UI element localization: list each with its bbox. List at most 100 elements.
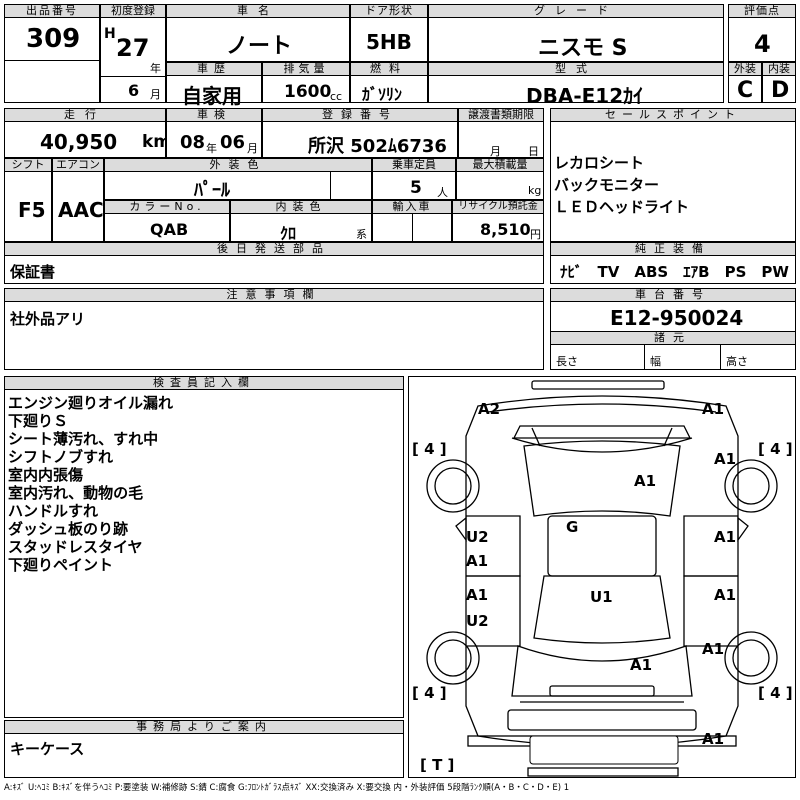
import-label: 輸入車 [372, 200, 452, 214]
dims-length: 長さ [556, 355, 578, 368]
inspector-line: 下廻りペイント [8, 556, 114, 574]
mark-door-rl-1: A1 [466, 586, 489, 604]
mileage-unit: km [142, 132, 172, 152]
shift-box [4, 158, 52, 242]
door-type: 5HB [366, 30, 412, 54]
diagram-box [408, 376, 796, 778]
ac-label: エアコン [52, 158, 104, 172]
inspector-box [4, 376, 404, 718]
inspector-line: 下廻りＳ [8, 412, 69, 430]
int-color-unit: 系 [356, 228, 367, 241]
plate-label: 登録番号 [262, 108, 458, 122]
inspector-line: 室内汚れ、動物の毛 [8, 484, 144, 502]
dims-div-2 [720, 345, 721, 370]
first-reg-box [100, 4, 166, 103]
model-label: 型式 [428, 62, 724, 76]
plate: 所沢 502ﾑ6736 [308, 136, 447, 157]
dims-width: 幅 [650, 355, 661, 368]
office-note: キーケース [10, 740, 85, 758]
mark-floor: U1 [590, 588, 613, 606]
transfer-day: 日 [528, 145, 539, 158]
later-parts-label: 後日発送部品 [4, 242, 544, 256]
equipment: ﾅﾋﾞ TV ABS ｴｱB PS PW [560, 263, 789, 281]
inspection-month-unit: 月 [247, 142, 258, 155]
mark-rear-bumper: A1 [702, 730, 725, 748]
int-color-label: 内装色 [230, 200, 372, 214]
first-reg-month: 6 [128, 81, 140, 100]
car-diagram [426, 380, 778, 777]
interior-label: 内装 [762, 62, 796, 76]
dims-div-1 [644, 345, 645, 370]
year-unit: 年 [150, 62, 161, 75]
transfer-month: 月 [490, 145, 501, 158]
car-name: ノート [226, 34, 293, 59]
transfer-label: 譲渡書類期限 [458, 108, 544, 122]
recycle-label: リサイクル預託金 [452, 200, 544, 214]
sales-point: ＬＥＤヘッドライト [554, 198, 690, 216]
displacement-unit: cc [330, 90, 343, 103]
car-name-label: 車名 [166, 4, 350, 18]
mark-door-fl-1: U2 [466, 528, 489, 546]
mark-door-rr: A1 [714, 586, 737, 604]
ac-box [52, 158, 104, 242]
sales-point: バックモニター [554, 176, 660, 194]
inspector-line: エンジン廻りオイル漏れ [8, 394, 174, 412]
capacity-label: 乗車定員 [372, 158, 456, 172]
inspector-lines: エンジン廻りオイル漏れ 下廻りＳ シート薄汚れ、すれ中 シフトノブすれ 室内内張… [8, 394, 173, 574]
color-divider [330, 172, 331, 200]
lot-label: 出品番号 [4, 4, 100, 18]
dims-height: 高さ [726, 355, 748, 368]
score: 4 [754, 30, 771, 58]
era: H [104, 26, 116, 42]
mark-front-left: A2 [478, 400, 501, 418]
lot-box [4, 4, 100, 103]
chassis-number: E12-950024 [610, 306, 744, 330]
mark-roof: G [566, 518, 579, 536]
tire-rr: [ 4 ] [758, 684, 793, 702]
inspector-line: シフトノブすれ [8, 448, 114, 466]
fuel: ｶﾞｿﾘﾝ [362, 85, 403, 104]
lot-blank [4, 60, 100, 103]
displacement: 1600 [284, 82, 332, 102]
load-label: 最大積載量 [456, 158, 544, 172]
office-label: 事務局よりご案内 [4, 720, 404, 734]
colorno: QAB [150, 220, 189, 239]
chassis-label: 車台番号 [550, 288, 796, 302]
inspector-label: 検査員記入欄 [4, 376, 404, 390]
inspection-month: 06 [220, 132, 246, 153]
mark-door-fr: A1 [714, 528, 737, 546]
capacity: 5 [410, 178, 422, 198]
capacity-unit: 人 [437, 186, 448, 199]
equipment-label: 純正装備 [550, 242, 796, 256]
notes-label: 注意事項欄 [4, 288, 544, 302]
inspector-line: ハンドルすれ [8, 502, 99, 520]
shift: F5 [18, 198, 46, 222]
ac: AAC [58, 198, 104, 222]
month-unit: 月 [150, 88, 161, 101]
mark-fender-right: A1 [634, 472, 657, 490]
displacement-label: 排気量 [262, 62, 350, 76]
later-parts: 保証書 [10, 263, 56, 281]
recycle: 8,510 [480, 220, 531, 239]
mark-hood-right: A1 [714, 450, 737, 468]
load-unit: kg [528, 184, 542, 197]
exterior-grade: C [737, 78, 754, 103]
sales-point: レカロシート [554, 154, 645, 172]
recycle-unit: 円 [530, 228, 541, 241]
sales-box [550, 108, 796, 242]
model: DBA-E12ｶｲ [526, 84, 644, 108]
mark-trunk: A1 [630, 656, 653, 674]
first-reg-label: 初度登録 [100, 4, 166, 18]
dims-label: 諸元 [550, 331, 796, 345]
history: 自家用 [182, 84, 242, 108]
spare-tire: [ T ] [420, 756, 455, 774]
sales-label: セールスポイント [550, 108, 796, 122]
color: ﾊﾟｰﾙ [194, 180, 230, 201]
grade: ニスモ S [538, 36, 628, 61]
history-label: 車歴 [166, 62, 262, 76]
mark-front-right: A1 [702, 400, 725, 418]
int-color: ｸﾛ [280, 224, 297, 243]
mark-door-rl-2: U2 [466, 612, 489, 630]
shift-label: シフト [4, 158, 52, 172]
inspector-line: ダッシュ板のり跡 [8, 520, 129, 538]
